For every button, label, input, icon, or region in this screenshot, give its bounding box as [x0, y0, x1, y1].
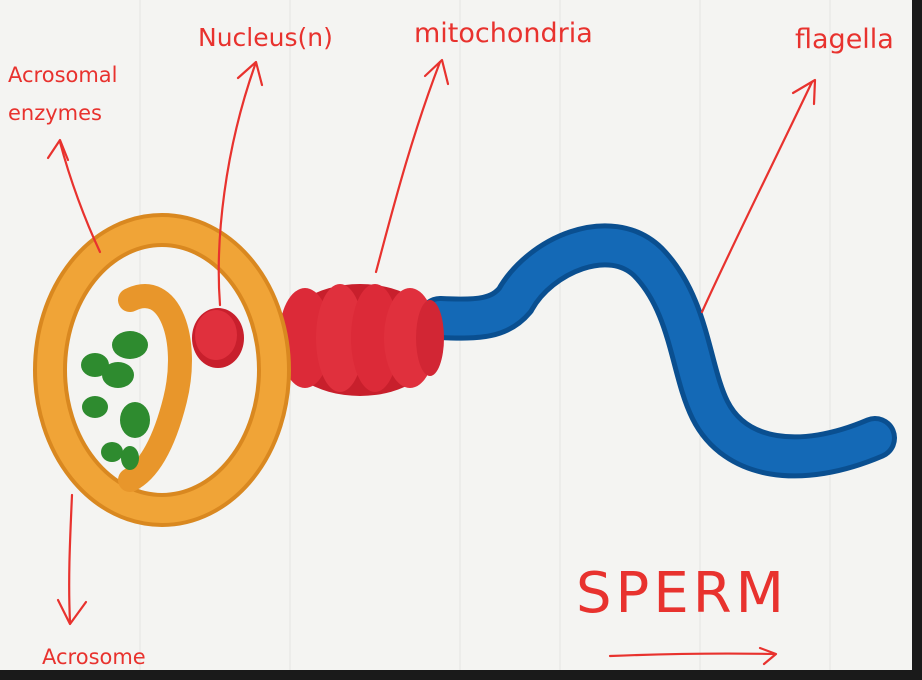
- photo-edge-right: [912, 0, 922, 680]
- label-mitochondria: mitochondria: [414, 18, 593, 49]
- photo-edge-bottom: [0, 670, 922, 680]
- nucleus: [192, 308, 244, 368]
- label-acrosomal-enzymes-line2: enzymes: [8, 101, 102, 125]
- midpiece: [278, 284, 444, 396]
- diagram-title: SPERM: [576, 561, 788, 626]
- label-acrosome: Acrosome: [42, 645, 146, 669]
- label-acrosomal-enzymes-line1: Acrosomal: [8, 63, 118, 87]
- label-flagella: flagella: [795, 24, 894, 55]
- label-nucleus: Nucleus(n): [198, 23, 333, 52]
